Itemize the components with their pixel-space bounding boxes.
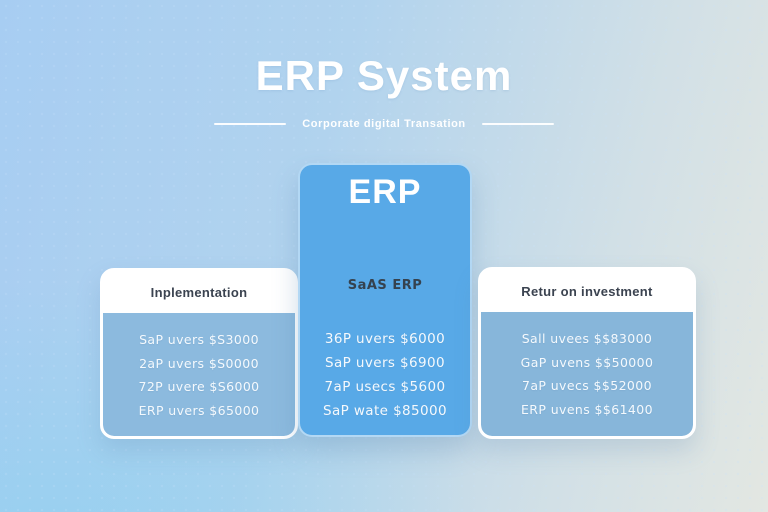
subtitle-divider-right — [481, 123, 554, 125]
list-item: 36P uvers $6000 — [324, 331, 446, 347]
card-implementation: Inplementation SaP uvers $S3000 2aP uver… — [100, 268, 298, 439]
subtitle-divider-left — [214, 123, 287, 125]
card-implementation-body: SaP uvers $S3000 2aP uvers $S0000 72P uv… — [103, 313, 295, 436]
erp-card-title: ERP — [348, 173, 422, 211]
list-item: ERP uvens $$61400 — [521, 401, 653, 417]
list-item: SaP uvers $S3000 — [139, 332, 259, 347]
page-subtitle: Corporate digital Transation — [302, 118, 466, 130]
erp-card-subtitle: SaAS ERP — [347, 278, 423, 293]
card-implementation-title: Inplementation — [103, 271, 295, 313]
card-roi-body: Sall uvees $$83000 GaP uvens $$50000 7aP… — [481, 312, 693, 436]
page-title: ERP System — [255, 52, 513, 99]
card-roi-title: Retur on investment — [481, 270, 693, 312]
hero-header: ERP System Corporate digital Transation — [0, 52, 768, 130]
subtitle-row: Corporate digital Transation — [0, 118, 768, 130]
card-return-on-investment: Retur on investment Sall uvees $$83000 G… — [478, 267, 696, 439]
list-item: 7aP usecs $5600 — [324, 379, 446, 395]
list-item: GaP uvens $$50000 — [520, 354, 654, 370]
list-item: ERP uvers $65000 — [138, 402, 260, 418]
list-item: Sall uvees $$83000 — [521, 331, 653, 346]
list-item: 72P uvere $S6000 — [138, 379, 260, 394]
card-erp: ERP SaAS ERP 36P uvers $6000 SaP uvers $… — [298, 163, 472, 437]
list-item: SaP wate $85000 — [322, 403, 447, 419]
list-item: 2aP uvers $S0000 — [139, 355, 259, 371]
list-item: SaP uvers $6900 — [325, 355, 445, 371]
card-erp-body: 36P uvers $6000 SaP uvers $6900 7aP usec… — [300, 327, 470, 423]
list-item: 7aP uvecs $$52000 — [522, 378, 652, 393]
